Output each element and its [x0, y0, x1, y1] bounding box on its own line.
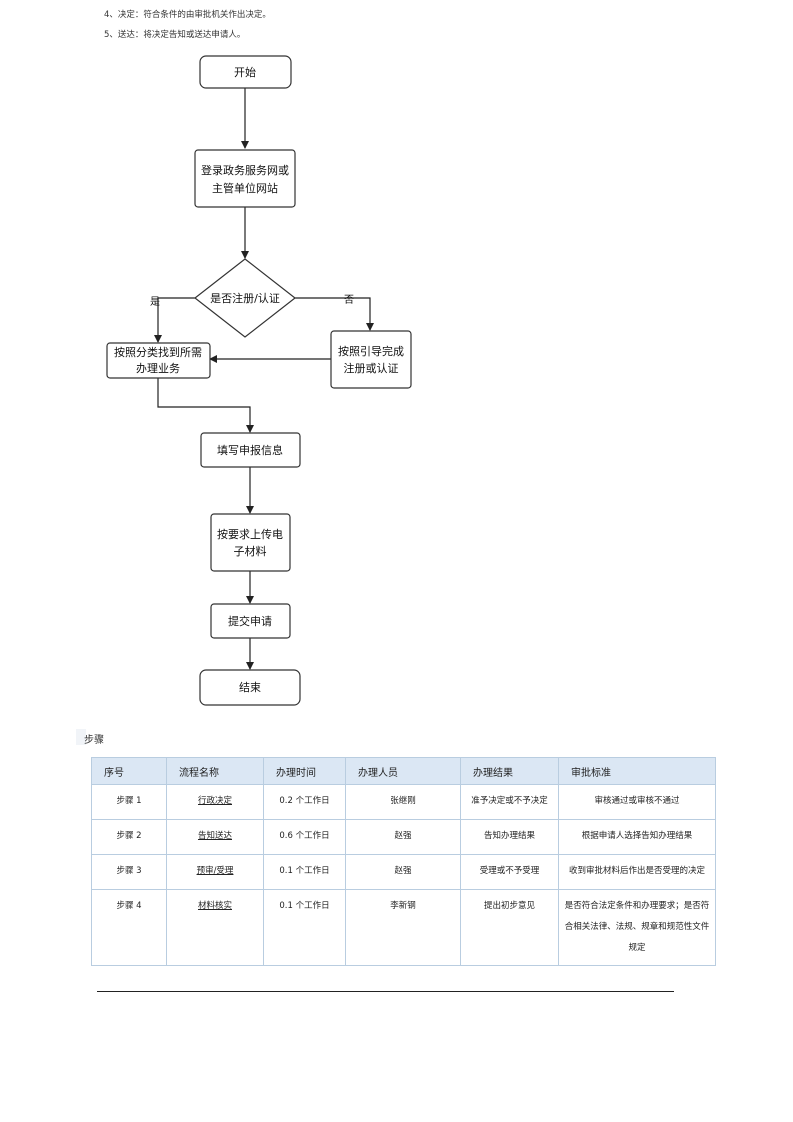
flow-label-no: 否 — [344, 294, 354, 306]
cell-staff: 赵强 — [345, 819, 461, 855]
cell-staff: 赵强 — [345, 854, 461, 890]
flow-node-submit-label: 提交申请 — [228, 614, 272, 628]
flow-node-submit: 提交申请 — [210, 603, 291, 639]
col-header-staff: 办理人员 — [345, 757, 461, 785]
steps-table-header-row: 序号 流程名称 办理时间 办理人员 办理结果 审批标准 — [91, 757, 716, 785]
cell-process-link[interactable]: 行政决定 — [166, 784, 264, 820]
cell-process-link[interactable]: 预审/受理 — [166, 854, 264, 890]
col-header-process: 流程名称 — [166, 757, 264, 785]
table-row: 步骤 1 行政决定 0.2 个工作日 张继刚 准予决定或不予决定 审核通过或审核… — [91, 784, 716, 820]
intro-note-5: 5、送达：将决定告知或送达申请人。 — [104, 30, 246, 40]
cell-index: 步骤 4 — [91, 889, 167, 966]
cell-staff: 李新钢 — [345, 889, 461, 966]
cell-time: 0.2 个工作日 — [263, 784, 346, 820]
cell-process-link[interactable]: 材料核实 — [166, 889, 264, 966]
arrow-find-fill — [157, 378, 254, 433]
flow-node-upload: 按要求上传电 子材料 — [210, 513, 291, 572]
steps-table: 序号 流程名称 办理时间 办理人员 办理结果 审批标准 步骤 1 行政决定 0.… — [91, 757, 716, 966]
arrow-decision-yes — [154, 297, 195, 343]
table-row: 步骤 3 预审/受理 0.1 个工作日 赵强 受理或不予受理 收到审批材料后作出… — [91, 854, 716, 890]
cell-result: 受理或不予受理 — [460, 854, 559, 890]
cell-staff: 张继刚 — [345, 784, 461, 820]
flow-node-find-business: 按照分类找到所需 办理业务 — [106, 342, 211, 379]
flow-node-find-line1: 按照分类找到所需 — [114, 345, 202, 359]
flow-node-login: 登录政务服务网或 主管单位网站 — [194, 149, 296, 208]
flow-node-start-label: 开始 — [234, 65, 256, 79]
flow-node-end-label: 结束 — [239, 681, 261, 694]
cell-standard: 根据申请人选择告知办理结果 — [558, 819, 716, 855]
cell-result: 准予决定或不予决定 — [460, 784, 559, 820]
cell-time: 0.6 个工作日 — [263, 819, 346, 855]
flow-label-yes: 是 — [150, 296, 160, 308]
arrow-decision-no — [295, 297, 374, 331]
flow-node-fill-info: 填写申报信息 — [200, 432, 301, 468]
table-row: 步骤 2 告知送达 0.6 个工作日 赵强 告知办理结果 根据申请人选择告知办理… — [91, 819, 716, 855]
cell-time: 0.1 个工作日 — [263, 854, 346, 890]
steps-heading: 步骤 — [76, 729, 104, 746]
flow-node-decision-label: 是否注册/认证 — [210, 291, 280, 305]
flow-node-find-line2: 办理业务 — [136, 362, 180, 375]
col-header-time: 办理时间 — [263, 757, 346, 785]
flow-node-register-line1: 按照引导完成 — [338, 344, 404, 358]
cell-process-link[interactable]: 告知送达 — [166, 819, 264, 855]
cell-standard: 收到审批材料后作出是否受理的决定 — [558, 854, 716, 890]
cell-standard: 是否符合法定条件和办理要求；是否符合相关法律、法规、规章和规范性文件规定 — [558, 889, 716, 966]
cell-time: 0.1 个工作日 — [263, 889, 346, 966]
flowchart: 开始 登录政务服务网或 主管单位网站 是否注册/认证 是 否 按照分类找到所需 … — [106, 55, 412, 706]
cell-index: 步骤 2 — [91, 819, 167, 855]
flow-node-register: 按照引导完成 注册或认证 — [330, 330, 412, 389]
flow-node-upload-line2: 子材料 — [234, 544, 267, 558]
divider-line — [97, 991, 674, 992]
flow-node-decision: 是否注册/认证 — [194, 258, 296, 338]
table-row: 步骤 4 材料核实 0.1 个工作日 李新钢 提出初步意见 是否符合法定条件和办… — [91, 889, 716, 966]
intro-note-4: 4、决定：符合条件的由审批机关作出决定。 — [104, 10, 271, 20]
col-header-result: 办理结果 — [460, 757, 559, 785]
flow-node-login-line2: 主管单位网站 — [212, 181, 278, 195]
flow-node-upload-line1: 按要求上传电 — [217, 527, 283, 541]
flow-node-end: 结束 — [199, 669, 301, 706]
cell-result: 提出初步意见 — [460, 889, 559, 966]
col-header-index: 序号 — [91, 757, 167, 785]
flow-node-login-line1: 登录政务服务网或 — [201, 163, 289, 177]
flow-node-fill-label: 填写申报信息 — [217, 443, 283, 457]
flow-node-start: 开始 — [199, 55, 292, 89]
cell-result: 告知办理结果 — [460, 819, 559, 855]
flow-node-register-line2: 注册或认证 — [344, 361, 399, 375]
col-header-standard: 审批标准 — [558, 757, 716, 785]
cell-standard: 审核通过或审核不通过 — [558, 784, 716, 820]
cell-index: 步骤 3 — [91, 854, 167, 890]
cell-index: 步骤 1 — [91, 784, 167, 820]
